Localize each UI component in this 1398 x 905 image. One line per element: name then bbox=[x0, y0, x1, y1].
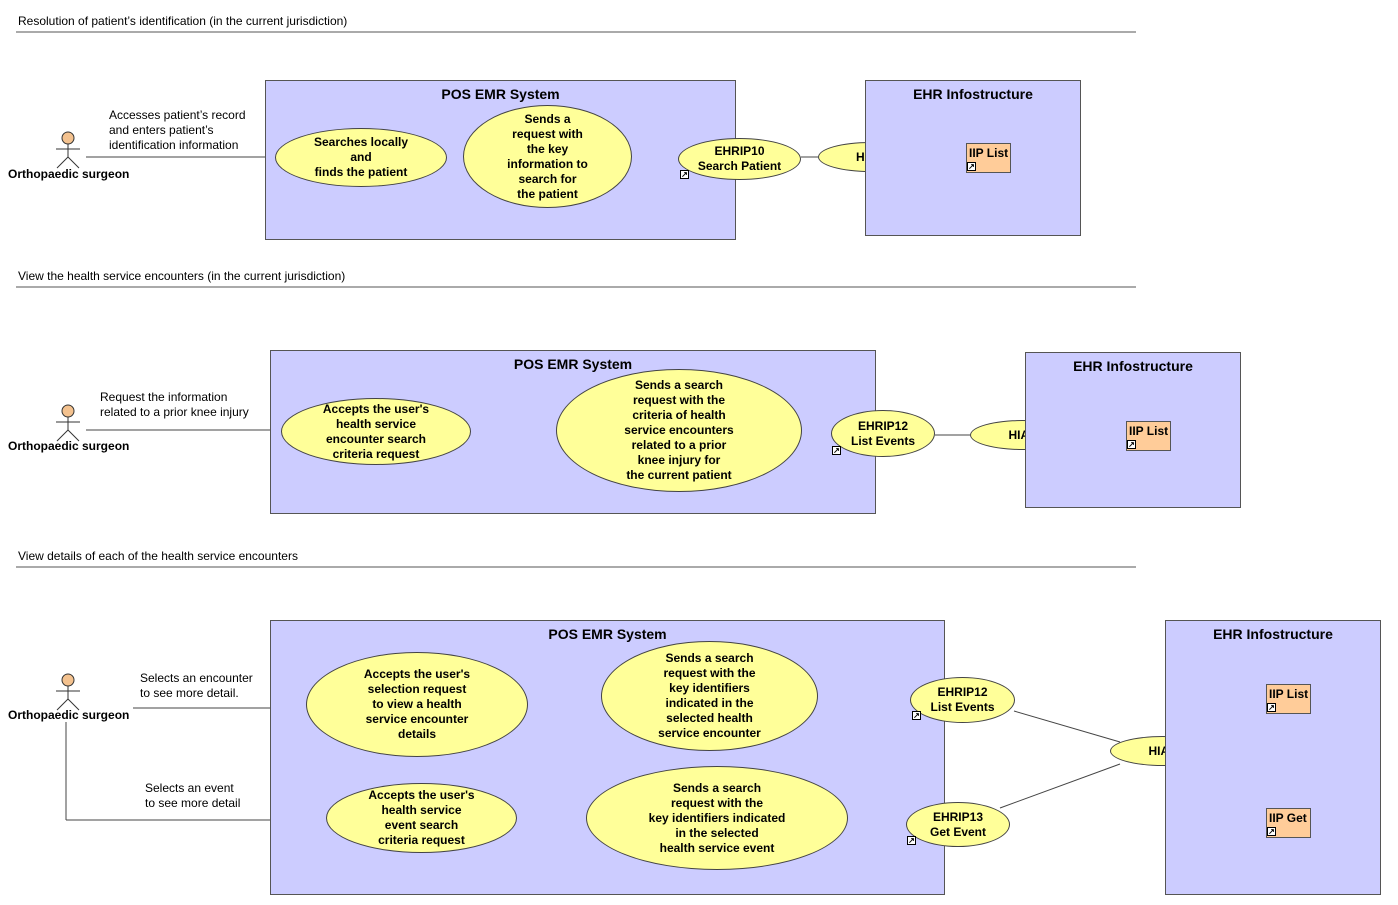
interface-ellipse[interactable]: EHRIP12 List Events bbox=[910, 677, 1015, 723]
usecase-ellipse[interactable]: Sends a search request with the key iden… bbox=[601, 641, 818, 751]
usecase-ellipse[interactable]: Accepts the user's health service encoun… bbox=[281, 398, 471, 465]
association-note: Accesses patient’s record and enters pat… bbox=[109, 108, 246, 152]
system-title: POS EMR System bbox=[513, 356, 633, 372]
system-title: POS EMR System bbox=[441, 86, 560, 102]
component-label: IIP List bbox=[969, 146, 1009, 160]
actor-label: Orthopaedic surgeon bbox=[8, 439, 130, 453]
link-icon: ↗ bbox=[1267, 703, 1276, 712]
link-icon: ↗ bbox=[907, 836, 916, 845]
link-icon: ↗ bbox=[912, 711, 921, 720]
system-title: EHR Infostructure bbox=[1073, 358, 1193, 374]
link-icon: ↗ bbox=[680, 170, 689, 179]
association-line bbox=[1013, 710, 1121, 743]
interface-ellipse[interactable]: EHRIP12 List Events bbox=[831, 410, 935, 457]
section-title: View the health service encounters (in t… bbox=[18, 269, 346, 283]
actor-label: Orthopaedic surgeon bbox=[8, 167, 130, 181]
usecase-ellipse[interactable]: Searches locally and finds the patient bbox=[275, 128, 447, 187]
system-title: EHR Infostructure bbox=[1213, 626, 1333, 642]
link-icon: ↗ bbox=[1267, 827, 1276, 836]
link-icon: ↗ bbox=[1127, 440, 1136, 449]
component-label: IIP List bbox=[1269, 687, 1309, 701]
association-note: Selects an encounter to see more detail. bbox=[140, 671, 253, 700]
usecase-ellipse[interactable]: Sends a request with the key information… bbox=[463, 105, 632, 208]
link-icon: ↗ bbox=[967, 162, 976, 171]
ehr-infostructure-box: EHR Infostructure bbox=[1165, 620, 1381, 895]
usecase-ellipse[interactable]: Accepts the user's health service event … bbox=[326, 783, 517, 853]
section-title: View details of each of the health servi… bbox=[18, 549, 298, 563]
interface-ellipse[interactable]: EHRIP13 Get Event bbox=[906, 802, 1010, 847]
usecase-ellipse[interactable]: Accepts the user's selection request to … bbox=[306, 652, 528, 757]
association-note: Selects an event to see more detail bbox=[145, 781, 241, 810]
system-title: EHR Infostructure bbox=[913, 86, 1033, 102]
component-label: IIP Get bbox=[1269, 811, 1307, 825]
usecase-ellipse[interactable]: Sends a search request with the key iden… bbox=[586, 766, 848, 870]
component-box[interactable]: IIP List bbox=[1126, 421, 1171, 451]
association-line bbox=[999, 763, 1121, 809]
actor-label: Orthopaedic surgeon bbox=[8, 708, 130, 722]
system-title: POS EMR System bbox=[548, 626, 667, 642]
actor-figure bbox=[56, 131, 80, 169]
link-icon: ↗ bbox=[832, 446, 841, 455]
interface-ellipse[interactable]: EHRIP10 Search Patient bbox=[678, 138, 801, 180]
usecase-ellipse[interactable]: Sends a search request with the criteria… bbox=[556, 369, 802, 492]
actor-figure bbox=[56, 673, 80, 711]
actor-figure bbox=[56, 404, 80, 442]
section-title: Resolution of patient’s identification (… bbox=[18, 14, 348, 28]
association-note: Request the information related to a pri… bbox=[100, 390, 249, 419]
component-label: IIP List bbox=[1129, 424, 1169, 438]
